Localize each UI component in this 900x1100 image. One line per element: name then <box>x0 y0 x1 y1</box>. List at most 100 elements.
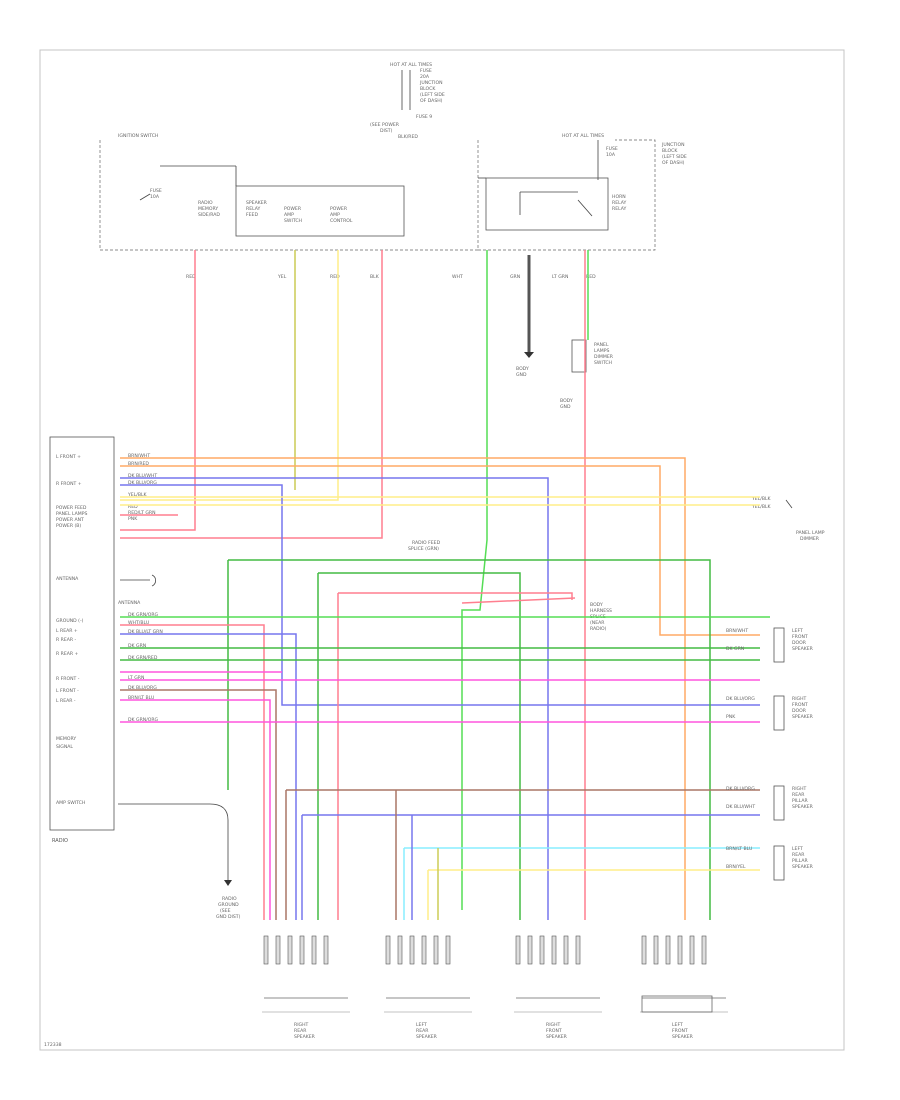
radio-wire-label-4: YEL/BLK <box>127 492 148 498</box>
radio-pin-label-7: GROUND (-) <box>56 618 84 624</box>
bottom-speaker-label-0-1: REAR <box>294 1028 307 1034</box>
top-fuse-block: HOT AT ALL TIMES FUSE 20A JUNCTION BLOCK… <box>370 62 445 140</box>
splice-note-4: (NEAR <box>590 620 605 626</box>
wire-wht-blu <box>120 624 265 920</box>
speaker-pin-3-2 <box>665 935 671 965</box>
relay-label-2: RELAY <box>612 200 627 206</box>
lamp-label-2: DIMMER <box>800 536 820 542</box>
right-speaker-label-1-3: SPEAKER <box>792 714 814 720</box>
speaker-pin-2-3 <box>551 935 557 965</box>
dimmer-1: PANEL <box>594 342 609 348</box>
right-speaker-wire-a-3: BRN/LT BLU <box>726 846 752 852</box>
fuse-line-3: JUNCTION <box>419 80 443 86</box>
relay-label-3: RELAY <box>612 206 627 212</box>
right-speaker-label-3-0: LEFT <box>792 846 803 852</box>
speaker-pin-1-5 <box>445 935 451 965</box>
radio-pin-label-2: POWER FEED <box>56 505 87 511</box>
drop-label-3: BLK <box>370 274 380 280</box>
wire-red-note <box>461 597 576 604</box>
conn-label-1: SPEAKER <box>246 200 268 206</box>
speaker-pin-1-0 <box>385 935 391 965</box>
relay-contact <box>577 199 593 217</box>
splice-note-2: HARNESS <box>590 608 612 614</box>
card-inner-1: RADIO <box>198 200 213 206</box>
switch-label-3: SWITCH <box>284 218 302 224</box>
radio-ground-arrow <box>224 880 232 886</box>
switch-label-2: AMP <box>284 212 294 218</box>
radio-pin-label-15: SIGNAL <box>56 744 73 750</box>
rg-3: (SEE <box>220 908 231 914</box>
drop-label-0: RED <box>186 274 196 280</box>
diagram-frame <box>39 49 845 1051</box>
speaker-pin-1-3 <box>421 935 427 965</box>
relay-label-1: HORN <box>612 194 626 200</box>
relay-box <box>485 177 609 231</box>
speaker-pin-3-0 <box>641 935 647 965</box>
radio-wire-label-1: BRN/RED <box>128 461 149 467</box>
radio-ground: RADIO GROUND (SEE GND DIST) <box>118 803 241 920</box>
ignition-box-label: IGNITION SWITCH <box>118 133 158 139</box>
wire-dkblu-ltgrn <box>120 633 297 920</box>
rg-4: GND DIST) <box>216 914 241 920</box>
drop-label-1: YEL <box>277 274 287 280</box>
right-speaker-wire-a-2: DK BLU/ORG <box>726 786 755 792</box>
fuse-center-1: FUSE 9 <box>416 114 432 120</box>
radio-wire-label-6: RED/LT GRN <box>128 510 156 516</box>
right-speaker-label-0-1: FRONT <box>792 634 808 640</box>
splice-note-1: BODY <box>590 602 603 608</box>
bottom-speaker-label-0-0: RIGHT <box>294 1022 309 1028</box>
right-speaker-wire-b-3: BRN/YEL <box>726 864 746 870</box>
radio-pin-label-1: R FRONT + <box>56 481 82 487</box>
right-speaker-wire-b-2: DK BLU/WHT <box>726 804 755 810</box>
ground-label-2: GND <box>516 372 527 378</box>
right-speaker-label-2-0: RIGHT <box>792 786 807 792</box>
right-speaker-label-1-1: FRONT <box>792 702 808 708</box>
speaker-pin-0-3 <box>299 935 305 965</box>
bottom-speaker-label-1-2: SPEAKER <box>416 1034 438 1040</box>
radio-wire-label-0: BRN/WHT <box>128 453 150 459</box>
right-speaker-label-0-0: LEFT <box>792 628 803 634</box>
conn-label-2: RELAY <box>246 206 261 212</box>
bottom-speaker-label-2-2: SPEAKER <box>546 1034 568 1040</box>
speaker-pin-1-1 <box>397 935 403 965</box>
wire-dkgrn-splice <box>228 559 711 920</box>
dimmer-3: DIMMER <box>594 354 614 360</box>
speaker-pin-1-4 <box>433 935 439 965</box>
dimmer-switch: PANEL LAMPS DIMMER SWITCH BODY GND <box>560 339 614 410</box>
right-speaker-label-2-2: PILLAR <box>792 798 808 804</box>
ground-label-1: BODY <box>516 366 529 372</box>
panel-lamp-callout: YEL/BLK YEL/BLK PANEL LAMP DIMMER <box>751 496 825 542</box>
speaker-pin-0-4 <box>311 935 317 965</box>
radio-pin-label-3: PANEL LAMPS <box>56 511 88 517</box>
speaker-pin-0-0 <box>263 935 269 965</box>
radio-wire-label-9: WHT/BLU <box>128 620 149 626</box>
fuse-center-2: (SEE POWER <box>370 122 400 128</box>
right-fuse-2: 10A <box>606 152 616 158</box>
right-fuse-1: FUSE <box>606 146 618 152</box>
radio-wire-label-13: LT GRN <box>128 675 144 681</box>
speaker-pin-2-5 <box>575 935 581 965</box>
radio-unit: RADIO L FRONT +R FRONT +POWER FEEDPANEL … <box>49 436 163 844</box>
radio-pin-label-13: L REAR - <box>56 698 76 704</box>
wire-dkblu-org <box>120 484 760 706</box>
right-box-outline <box>478 139 656 251</box>
diagram-code: 172338 <box>44 1042 62 1048</box>
right-speaker-body-1 <box>773 695 785 731</box>
radio-pin-label-6: ANTENNA <box>56 576 79 582</box>
drop-label-4: WHT <box>452 274 463 280</box>
bottom-speaker-label-3-2: SPEAKER <box>672 1034 694 1040</box>
speaker-pin-0-2 <box>287 935 293 965</box>
amp-ctrl-3: CONTROL <box>330 218 353 224</box>
speaker-pin-3-5 <box>701 935 707 965</box>
lamp-label-1: PANEL LAMP <box>796 530 825 536</box>
right-speaker-label-3-3: SPEAKER <box>792 864 814 870</box>
rg-2: GROUND <box>218 902 239 908</box>
amp-ctrl-1: POWER <box>330 206 348 212</box>
right-speaker-label-2-3: SPEAKER <box>792 804 814 810</box>
switch-label-1: POWER <box>284 206 302 212</box>
right-speaker-body-3 <box>773 845 785 881</box>
radio-wire-label-5: RED <box>128 504 138 510</box>
ignition-box-outline <box>99 140 479 251</box>
